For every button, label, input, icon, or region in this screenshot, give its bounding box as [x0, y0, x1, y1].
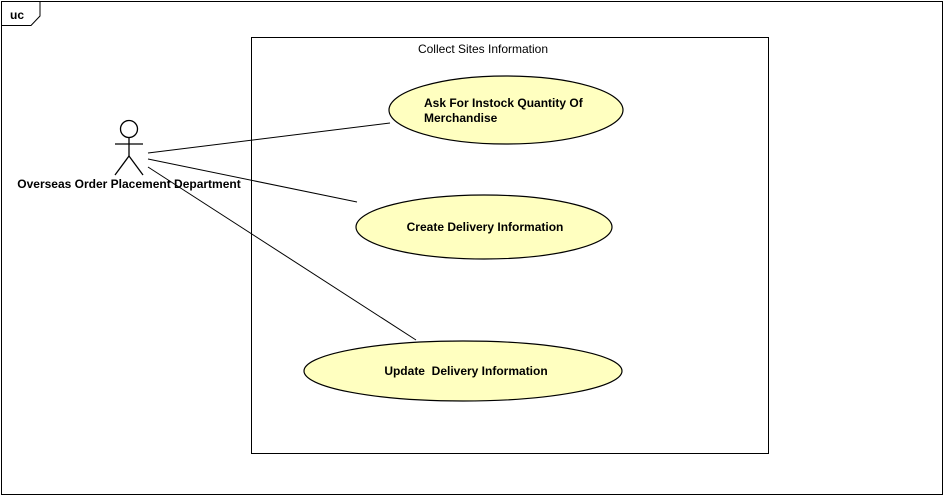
use-case-create-delivery-information[interactable]: Create Delivery Information — [355, 194, 613, 260]
use-case-ask-instock-quantity[interactable]: Ask For Instock Quantity Of Merchandise — [388, 75, 624, 145]
use-case-label-line-1: Ask For Instock Quantity Of — [424, 96, 584, 110]
actor-figure-icon — [114, 119, 144, 176]
association-line-create-delivery[interactable] — [147, 158, 358, 203]
use-case-label-line-2: Merchandise — [424, 111, 498, 125]
use-case-label: Create Delivery Information — [407, 220, 564, 234]
frame-label: uc — [10, 8, 24, 22]
actor-name: Overseas Order Placement Department — [17, 177, 240, 191]
association-line-ask-instock[interactable] — [147, 122, 391, 154]
frame-tab — [1, 1, 41, 26]
system-boundary[interactable] — [251, 37, 769, 454]
use-case-update-delivery-information[interactable]: Update Delivery Information — [303, 340, 623, 402]
system-boundary-title: Collect Sites Information — [418, 42, 548, 56]
actor[interactable]: Overseas Order Placement Department — [17, 119, 241, 192]
use-case-label: Update Delivery Information — [384, 364, 547, 378]
association-line-update-delivery[interactable] — [147, 166, 417, 341]
